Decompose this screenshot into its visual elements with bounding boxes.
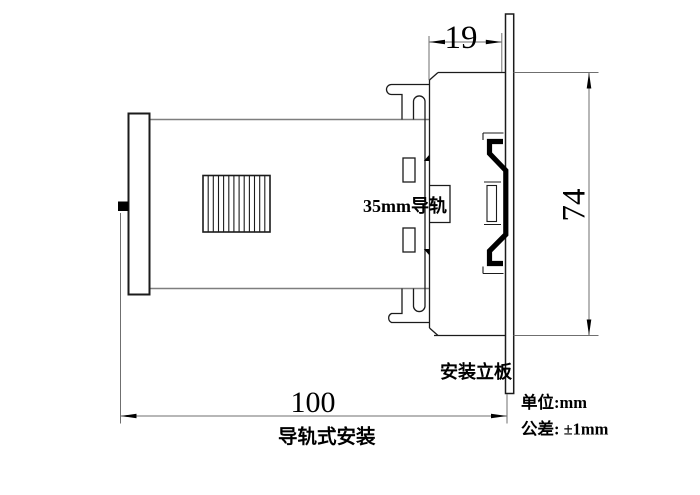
device-side-view [118, 71, 514, 337]
dim-height-value: 74 [557, 189, 593, 222]
dimension-74: 74 [557, 72, 593, 336]
arrow-100-left [120, 413, 137, 419]
latch-flex-slot [412, 95, 426, 313]
arrow-100-right [491, 413, 507, 419]
din-rail [482, 132, 509, 275]
dim-depth-value: 19 [445, 20, 478, 56]
mounting-type-label: 导轨式安装 [278, 425, 376, 448]
bottom-latch-finger [388, 288, 430, 324]
clip-window-bottom [402, 227, 416, 253]
rail-center-window [486, 184, 498, 223]
arrow-19-right [485, 39, 502, 45]
rear-chamfers [429, 72, 439, 336]
dimension-100: 100 [120, 213, 508, 424]
arrow-19-left [429, 39, 445, 45]
rail-label: 35mm导轨 [363, 195, 447, 216]
dimension-19: 19 [428, 20, 503, 80]
pawl-tip-bottom [423, 249, 430, 256]
plate-label: 安装立板 [440, 361, 513, 382]
dim-width-value: 100 [291, 386, 336, 419]
rear-boss [429, 184, 451, 224]
rail-clip-outline [482, 132, 504, 275]
front-bezel [127, 112, 151, 296]
front-tab [118, 201, 129, 211]
rail-step-lines [484, 181, 501, 226]
pawl-tip-top [423, 154, 430, 161]
arrow-74-top [586, 72, 592, 89]
top-latch-finger [385, 83, 430, 120]
vent-grille [202, 174, 271, 233]
tolerance-note: 公差: ±1mm [521, 419, 609, 439]
unit-note: 单位:mm [521, 392, 587, 412]
arrow-74-bottom [586, 319, 592, 336]
clip-window-top [402, 157, 416, 183]
rail-profile [486, 138, 509, 267]
